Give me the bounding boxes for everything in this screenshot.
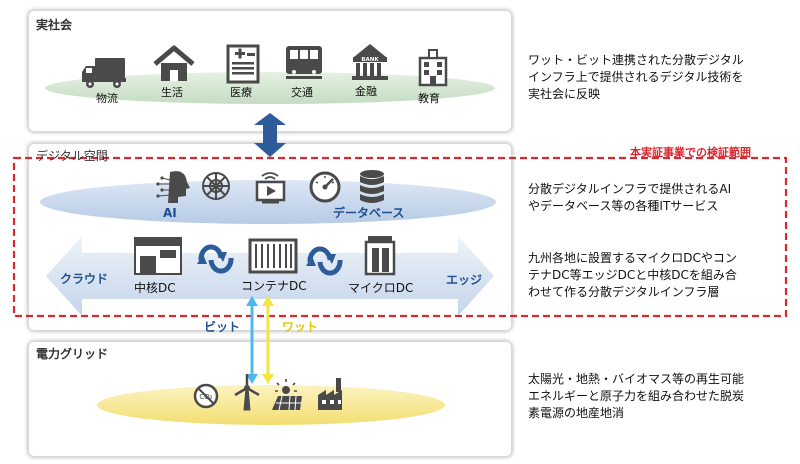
power-description-line-2: エネルギーと原子力を組み合わせた脱炭 — [528, 389, 745, 403]
digital-space-title: デジタル空間 — [36, 149, 108, 163]
power-description: 太陽光・地熱・バイオマス等の再生可能 エネルギーと原子力を組み合わせた脱炭 素電… — [528, 371, 744, 422]
society-label-finance: 金融 — [355, 85, 377, 98]
watt-label: ワット — [282, 320, 319, 334]
society-label-medical: 医療 — [230, 86, 252, 99]
dc-description-line-2: テナDC等エッジDCと中核DCを組み合 — [528, 268, 737, 282]
no-co2-icon: CO₂ — [193, 383, 219, 409]
database-label: データベース — [333, 206, 405, 220]
services-description-line-2: やデータベース等の各種ITサービス — [528, 199, 719, 213]
train-icon — [286, 46, 322, 79]
scope-label: 本実証事業での検証範囲 — [630, 146, 751, 159]
dc-description-line-3: わせて作る分散デジタルインフラ層 — [528, 285, 720, 299]
power-grid-title: 電力グリッド — [36, 347, 109, 361]
dc-description: 九州各地に設置するマイクロDCやコン テナDC等エッジDCと中核DCを組み合 わ… — [528, 250, 737, 301]
container-dc-label: コンテナDC — [241, 279, 307, 293]
power-ellipse — [97, 385, 445, 425]
sync-arrows-left-icon — [197, 244, 234, 274]
monitor-icon — [255, 172, 286, 204]
ai-label: AI — [163, 206, 177, 220]
society-description-line-2: インフラ上で提供されるデジタル技術を — [528, 70, 744, 84]
house-icon — [153, 45, 195, 81]
services-description: 分散デジタルインフラで提供されるAI やデータベース等の各種ITサービス — [528, 181, 731, 215]
society-label-life: 生活 — [161, 86, 183, 99]
society-description-line-1: ワット・ビット連携された分散デジタル — [528, 53, 744, 67]
verification-scope-box — [12, 156, 788, 318]
database-icon — [360, 170, 384, 203]
gauge-icon — [309, 171, 341, 203]
cloud-label: クラウド — [60, 272, 109, 286]
truck-icon — [82, 58, 126, 88]
society-label-transport: 交通 — [291, 86, 313, 99]
society-description-line-3: 実社会に反映 — [528, 87, 601, 101]
watt-arrow — [262, 296, 274, 384]
container-dc-icon — [248, 238, 298, 274]
factory-icon — [318, 378, 342, 410]
sync-arrows-right-icon — [306, 246, 343, 276]
wind-turbine-icon — [234, 374, 260, 411]
services-description-line-1: 分散デジタルインフラで提供されるAI — [528, 182, 732, 196]
bit-arrow — [246, 296, 258, 384]
micro-dc-label: マイクロDC — [348, 281, 414, 295]
power-description-line-1: 太陽光・地熱・バイオマス等の再生可能 — [528, 372, 745, 386]
society-label-education: 教育 — [418, 92, 440, 105]
bank-text: BANK — [361, 57, 379, 63]
dc-description-line-1: 九州各地に設置するマイクロDCやコン — [528, 251, 737, 265]
bank-icon: BANK — [352, 44, 388, 80]
school-icon — [418, 49, 448, 87]
edge-label: エッジ — [446, 273, 483, 287]
core-dc-icon — [134, 237, 182, 275]
hospital-icon — [226, 44, 260, 84]
society-description: ワット・ビット連携された分散デジタル インフラ上で提供されるデジタル技術を 実社… — [528, 52, 744, 103]
society-label-logistics: 物流 — [96, 92, 118, 105]
solar-panel-icon — [272, 379, 302, 411]
ai-head-icon — [156, 171, 190, 203]
real-society-title: 実社会 — [36, 18, 73, 32]
power-description-line-3: 素電源の地産地消 — [528, 406, 625, 420]
network-icon — [202, 172, 230, 200]
micro-dc-icon — [364, 236, 396, 276]
bit-label: ビット — [204, 320, 241, 334]
core-dc-label: 中核DC — [134, 281, 176, 295]
society-digital-arrow — [254, 113, 286, 157]
